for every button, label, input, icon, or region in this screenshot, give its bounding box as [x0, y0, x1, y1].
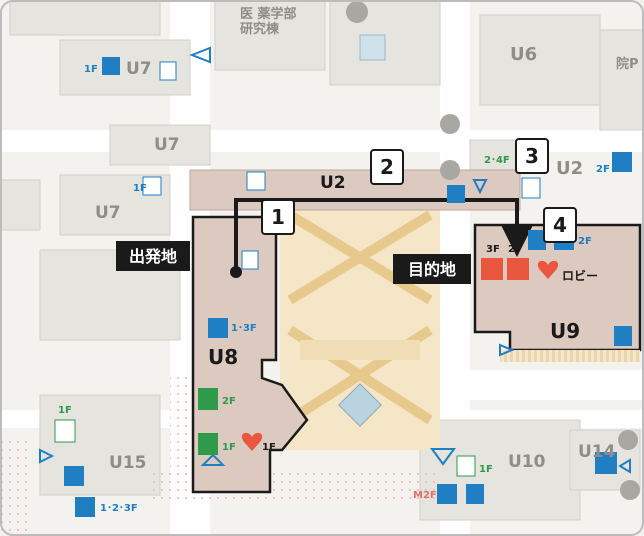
accessible-toilet-icon: [612, 152, 632, 172]
toilet-icon: [198, 388, 218, 410]
aed-icon: [537, 260, 559, 279]
plaza: [280, 34, 440, 450]
building-u9-label: U9: [550, 319, 580, 343]
bicycle-icon: [440, 160, 460, 180]
floor-tag: 2･4F: [484, 155, 510, 166]
wheelchair-elevator-icon: [521, 177, 541, 199]
bicycle-icons: [346, 1, 640, 500]
bicycle-icon: [346, 1, 368, 23]
wheelchair-elevator-icon: [466, 484, 484, 504]
bicycle-icon: [620, 480, 640, 500]
building-u7-label-b: U7: [154, 135, 180, 155]
u9-steps: [500, 350, 640, 362]
step-3-label: 3: [525, 144, 539, 168]
step-2-label: 2: [380, 155, 394, 179]
building-u7-label-a: U7: [126, 59, 152, 79]
floor-tag: 1F: [58, 405, 72, 416]
floor-tag: 3F: [486, 244, 500, 255]
step-2-box: [370, 149, 404, 185]
building-top-label-2: 研究棟: [240, 21, 280, 37]
building-u6-label: U6: [510, 44, 537, 65]
wheelchair-elevator-icon: [159, 61, 177, 81]
entrance-arrows: [39, 46, 631, 474]
step-1-box: [261, 199, 295, 235]
floor-tag: 1F: [84, 64, 98, 75]
accessible-toilet-icon: [595, 452, 617, 474]
building-u14-label: U14: [578, 442, 616, 462]
toilet-icon: [456, 455, 476, 477]
floor-tag: 2F: [222, 396, 236, 407]
destination-label-box: [393, 254, 471, 284]
building-u2-label: U2: [320, 173, 346, 193]
accessible-toilet-icon: [75, 497, 95, 517]
accessible-toilet-icon: [208, 318, 228, 338]
floor-tag: 2F: [508, 244, 522, 255]
start-label: 出発地: [129, 247, 177, 266]
destination-label-group: 目的地: [393, 254, 471, 284]
wheelchair-elevator-icon: [246, 171, 266, 191]
start-point: [230, 266, 242, 278]
hospital-parking-label: 院P: [616, 56, 639, 72]
first-aid-icon: [481, 258, 503, 280]
accessible-toilet-icon: [447, 185, 465, 203]
building-u8[interactable]: [191, 215, 309, 494]
step-4-label: 4: [553, 213, 567, 237]
wheelchair-elevator-icon: [528, 230, 546, 250]
step-1-label: 1: [271, 205, 285, 229]
start-label-box: [116, 241, 190, 271]
floor-tag: 2F: [596, 164, 610, 175]
building-u8-label: U8: [208, 345, 238, 369]
building-u2-corridor: [189, 169, 521, 211]
building-u7-label-c: U7: [95, 203, 121, 223]
route-line: [234, 198, 533, 270]
floor-tag: 1F: [479, 464, 493, 475]
accessible-toilet-icon: [437, 484, 457, 504]
floor-tag: 1F: [262, 442, 276, 453]
accessible-toilet-icon: [142, 176, 162, 196]
building-u2-label-b: U2: [556, 158, 583, 179]
toilet-icon: [54, 419, 76, 443]
floor-tag: M2F: [413, 490, 437, 501]
building-u10-label: U10: [508, 452, 546, 472]
floor-tag: 1F: [222, 442, 236, 453]
u9-service-icons: [241, 258, 559, 451]
wheelchair-elevator-icon: [614, 326, 632, 346]
step-3-box: [515, 138, 549, 174]
first-aid-icon: [507, 258, 529, 280]
floor-tag: 1F: [133, 183, 147, 194]
step-4-box: [543, 207, 577, 243]
floor-tag: 2F: [578, 236, 592, 247]
surrounding-buildings: [0, 0, 644, 521]
floor-tag: 1･2･3F: [100, 503, 138, 514]
wheelchair-elevator-icon: [241, 250, 259, 270]
building-u15-label: U15: [109, 453, 146, 473]
accessible-toilet-icon: [102, 57, 120, 75]
toilet-icon: [198, 433, 218, 455]
lobby-label: ロビー: [562, 268, 598, 283]
destination-label: 目的地: [408, 260, 456, 279]
toilet-icons: [54, 388, 476, 477]
building-top-label: 医 薬学部: [240, 6, 297, 22]
bicycle-icon: [440, 114, 460, 134]
floor-tag: 1･3F: [231, 323, 257, 334]
bicycle-icon: [618, 430, 638, 450]
wheelchair-elevator-icon: [64, 466, 84, 486]
start-label-group: 出発地: [116, 241, 190, 271]
aed-icon: [241, 432, 263, 451]
